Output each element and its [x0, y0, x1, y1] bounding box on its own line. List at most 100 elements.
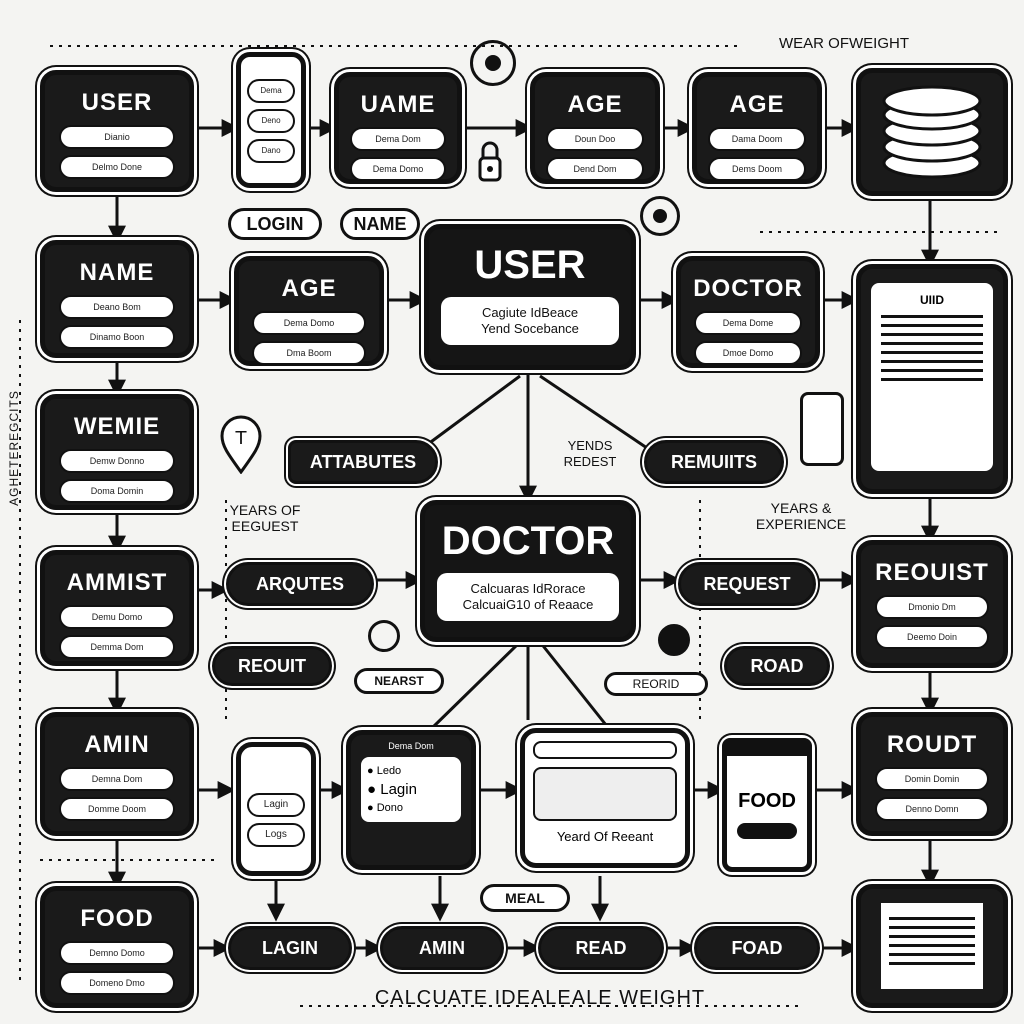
tag-name[interactable]: NAME	[340, 208, 420, 240]
card-title: DOCTOR	[693, 275, 803, 302]
tag-foad[interactable]: FOAD	[694, 926, 820, 970]
card-field: Delmo Done	[58, 155, 176, 179]
mobile-login-device: Lagin Logs	[236, 742, 316, 876]
tag-attabutes[interactable]: ATTABUTES	[288, 440, 438, 484]
tag-nearst[interactable]: NEARST	[354, 668, 444, 694]
tag-reoutt[interactable]: REOUIT	[212, 646, 332, 686]
dot-icon	[368, 620, 400, 652]
card-title: AGE	[729, 91, 785, 118]
record-icon	[470, 40, 516, 86]
center-doctor-title: DOCTOR	[441, 519, 615, 563]
card-food[interactable]: FOOD Demno Domo Domeno Dmo	[40, 886, 194, 1008]
card-age-3[interactable]: AGE Dema Domo Dma Boom	[234, 256, 384, 366]
phone-row: Dema	[247, 79, 295, 103]
card-doctor-right[interactable]: DOCTOR Dema Dome Dmoe Domo	[676, 256, 820, 368]
card-roudt[interactable]: ROUDT Domin Domin Denno Domn	[856, 712, 1008, 836]
card-field: Dinamo Boon	[58, 325, 176, 349]
card-field: Dianio	[58, 125, 176, 149]
login-form-panel[interactable]: Dema Dom ● Ledo ● Lagin ● Dono	[346, 730, 476, 870]
svg-text:T: T	[235, 428, 248, 449]
card-wemie[interactable]: WEMIE Demw Donno Doma Domin	[40, 394, 194, 510]
card-field: Deemo Doin	[874, 625, 990, 649]
results-area	[533, 767, 677, 821]
label-years-experience: YEARS & EXPERIENCE	[755, 500, 847, 532]
tag-meal[interactable]: MEAL	[480, 884, 570, 912]
card-field: Dema Dom	[349, 127, 447, 151]
card-title: AGE	[567, 91, 623, 118]
card-age-2[interactable]: AGE Dama Doom Dems Doom	[692, 72, 822, 184]
card-title: AMIN	[84, 731, 150, 758]
form-row: ● Dono	[367, 802, 403, 814]
document-panel[interactable]: UIID	[856, 264, 1008, 494]
tag-lagin[interactable]: LAGIN	[228, 926, 352, 970]
dot-icon	[658, 624, 690, 656]
document-sheet: UIID	[871, 283, 993, 471]
card-ammist[interactable]: AMMIST Demu Domo Demma Dom	[40, 550, 194, 666]
database-icon	[856, 68, 1008, 196]
card-field: Dmonio Dm	[874, 595, 990, 619]
card-field: Demno Domo	[58, 941, 176, 965]
food-jar-icon: FOOD	[722, 738, 812, 872]
document-lines	[881, 315, 983, 381]
circle-icon	[640, 196, 680, 236]
tag-reorid[interactable]: REORID	[604, 672, 708, 696]
location-pin-icon: T	[218, 414, 264, 475]
mobile-row: Lagin	[246, 793, 306, 817]
phone-row: Deno	[247, 109, 295, 133]
side-vertical-label: AGHETEREGCITS	[7, 390, 21, 506]
phone-screen: Dema Deno Dano	[247, 79, 295, 163]
form-header: Dema Dom	[388, 741, 434, 751]
card-field: Demu Domo	[58, 605, 176, 629]
card-field: Dend Dom	[546, 157, 644, 181]
card-field: Dema Dome	[693, 311, 803, 335]
results-panel[interactable]: Yeard Of Reeant	[520, 728, 690, 868]
card-field: Demma Dom	[58, 635, 176, 659]
card-field: Dma Boom	[252, 341, 366, 365]
card-title: AGE	[281, 275, 337, 302]
card-field: Demw Donno	[58, 449, 176, 473]
card-user-top-left[interactable]: USER Dianio Delmo Done	[40, 70, 194, 192]
center-user-sub-line-1: Cagiute IdBeace	[481, 305, 579, 320]
card-field: Dmoe Domo	[693, 341, 803, 365]
center-doctor-subtitle: Calcuaras IdRorace CalcuaiG10 of Reaace	[437, 573, 619, 621]
card-field: Dema Domo	[252, 311, 366, 335]
phone-row: Dano	[247, 139, 295, 163]
card-field: Denno Domn	[874, 797, 990, 821]
tag-login[interactable]: LOGIN	[228, 208, 322, 240]
card-age-1[interactable]: AGE Doun Doo Dend Dom	[530, 72, 660, 184]
battery-icon	[800, 392, 844, 466]
card-title: ROUDT	[886, 731, 978, 758]
lock-icon	[478, 140, 502, 184]
tag-arqutes[interactable]: ARQUTES	[226, 562, 374, 606]
form-row: ● Lagin	[367, 781, 417, 798]
card-title: UAME	[360, 91, 436, 118]
card-name[interactable]: NAME Deano Bom Dinamo Boon	[40, 240, 194, 358]
tag-amin[interactable]: AMIN	[380, 926, 504, 970]
jar-label: FOOD	[738, 790, 796, 812]
label-yends: YENDS REDEST	[563, 438, 617, 469]
center-user-node[interactable]: USER Cagiute IdBeace Yend Socebance	[424, 224, 636, 370]
card-field: Demna Dom	[58, 767, 176, 791]
card-field: Doun Doo	[546, 127, 644, 151]
tag-road[interactable]: ROAD	[724, 646, 830, 686]
tag-requiits[interactable]: REMUIITS	[644, 440, 784, 484]
center-doctor-sub-line-2: CalcuaiG10 of Reaace	[462, 597, 594, 612]
card-reouist[interactable]: REOUIST Dmonio Dm Deemo Doin	[856, 540, 1008, 668]
center-doctor-node[interactable]: DOCTOR Calcuaras IdRorace CalcuaiG10 of …	[420, 500, 636, 642]
tag-request[interactable]: REQUEST	[678, 562, 816, 606]
tag-read[interactable]: READ	[538, 926, 664, 970]
card-field: Domme Doom	[58, 797, 176, 821]
center-user-title: USER	[474, 243, 586, 287]
search-field[interactable]	[533, 741, 677, 759]
card-field: Dems Doom	[708, 157, 806, 181]
card-title: AMMIST	[66, 569, 168, 596]
card-field: Dema Domo	[349, 157, 447, 181]
card-uame[interactable]: UAME Dema Dom Dema Domo	[334, 72, 462, 184]
top-right-label: WEAR OFWEIGHT	[779, 35, 909, 52]
document-title: UIID	[920, 293, 944, 307]
card-amin[interactable]: AMIN Demna Dom Domme Doom	[40, 712, 194, 836]
card-title: WEMIE	[73, 413, 161, 440]
card-field: Dama Doom	[708, 127, 806, 151]
mobile-row: Logs	[246, 823, 306, 847]
